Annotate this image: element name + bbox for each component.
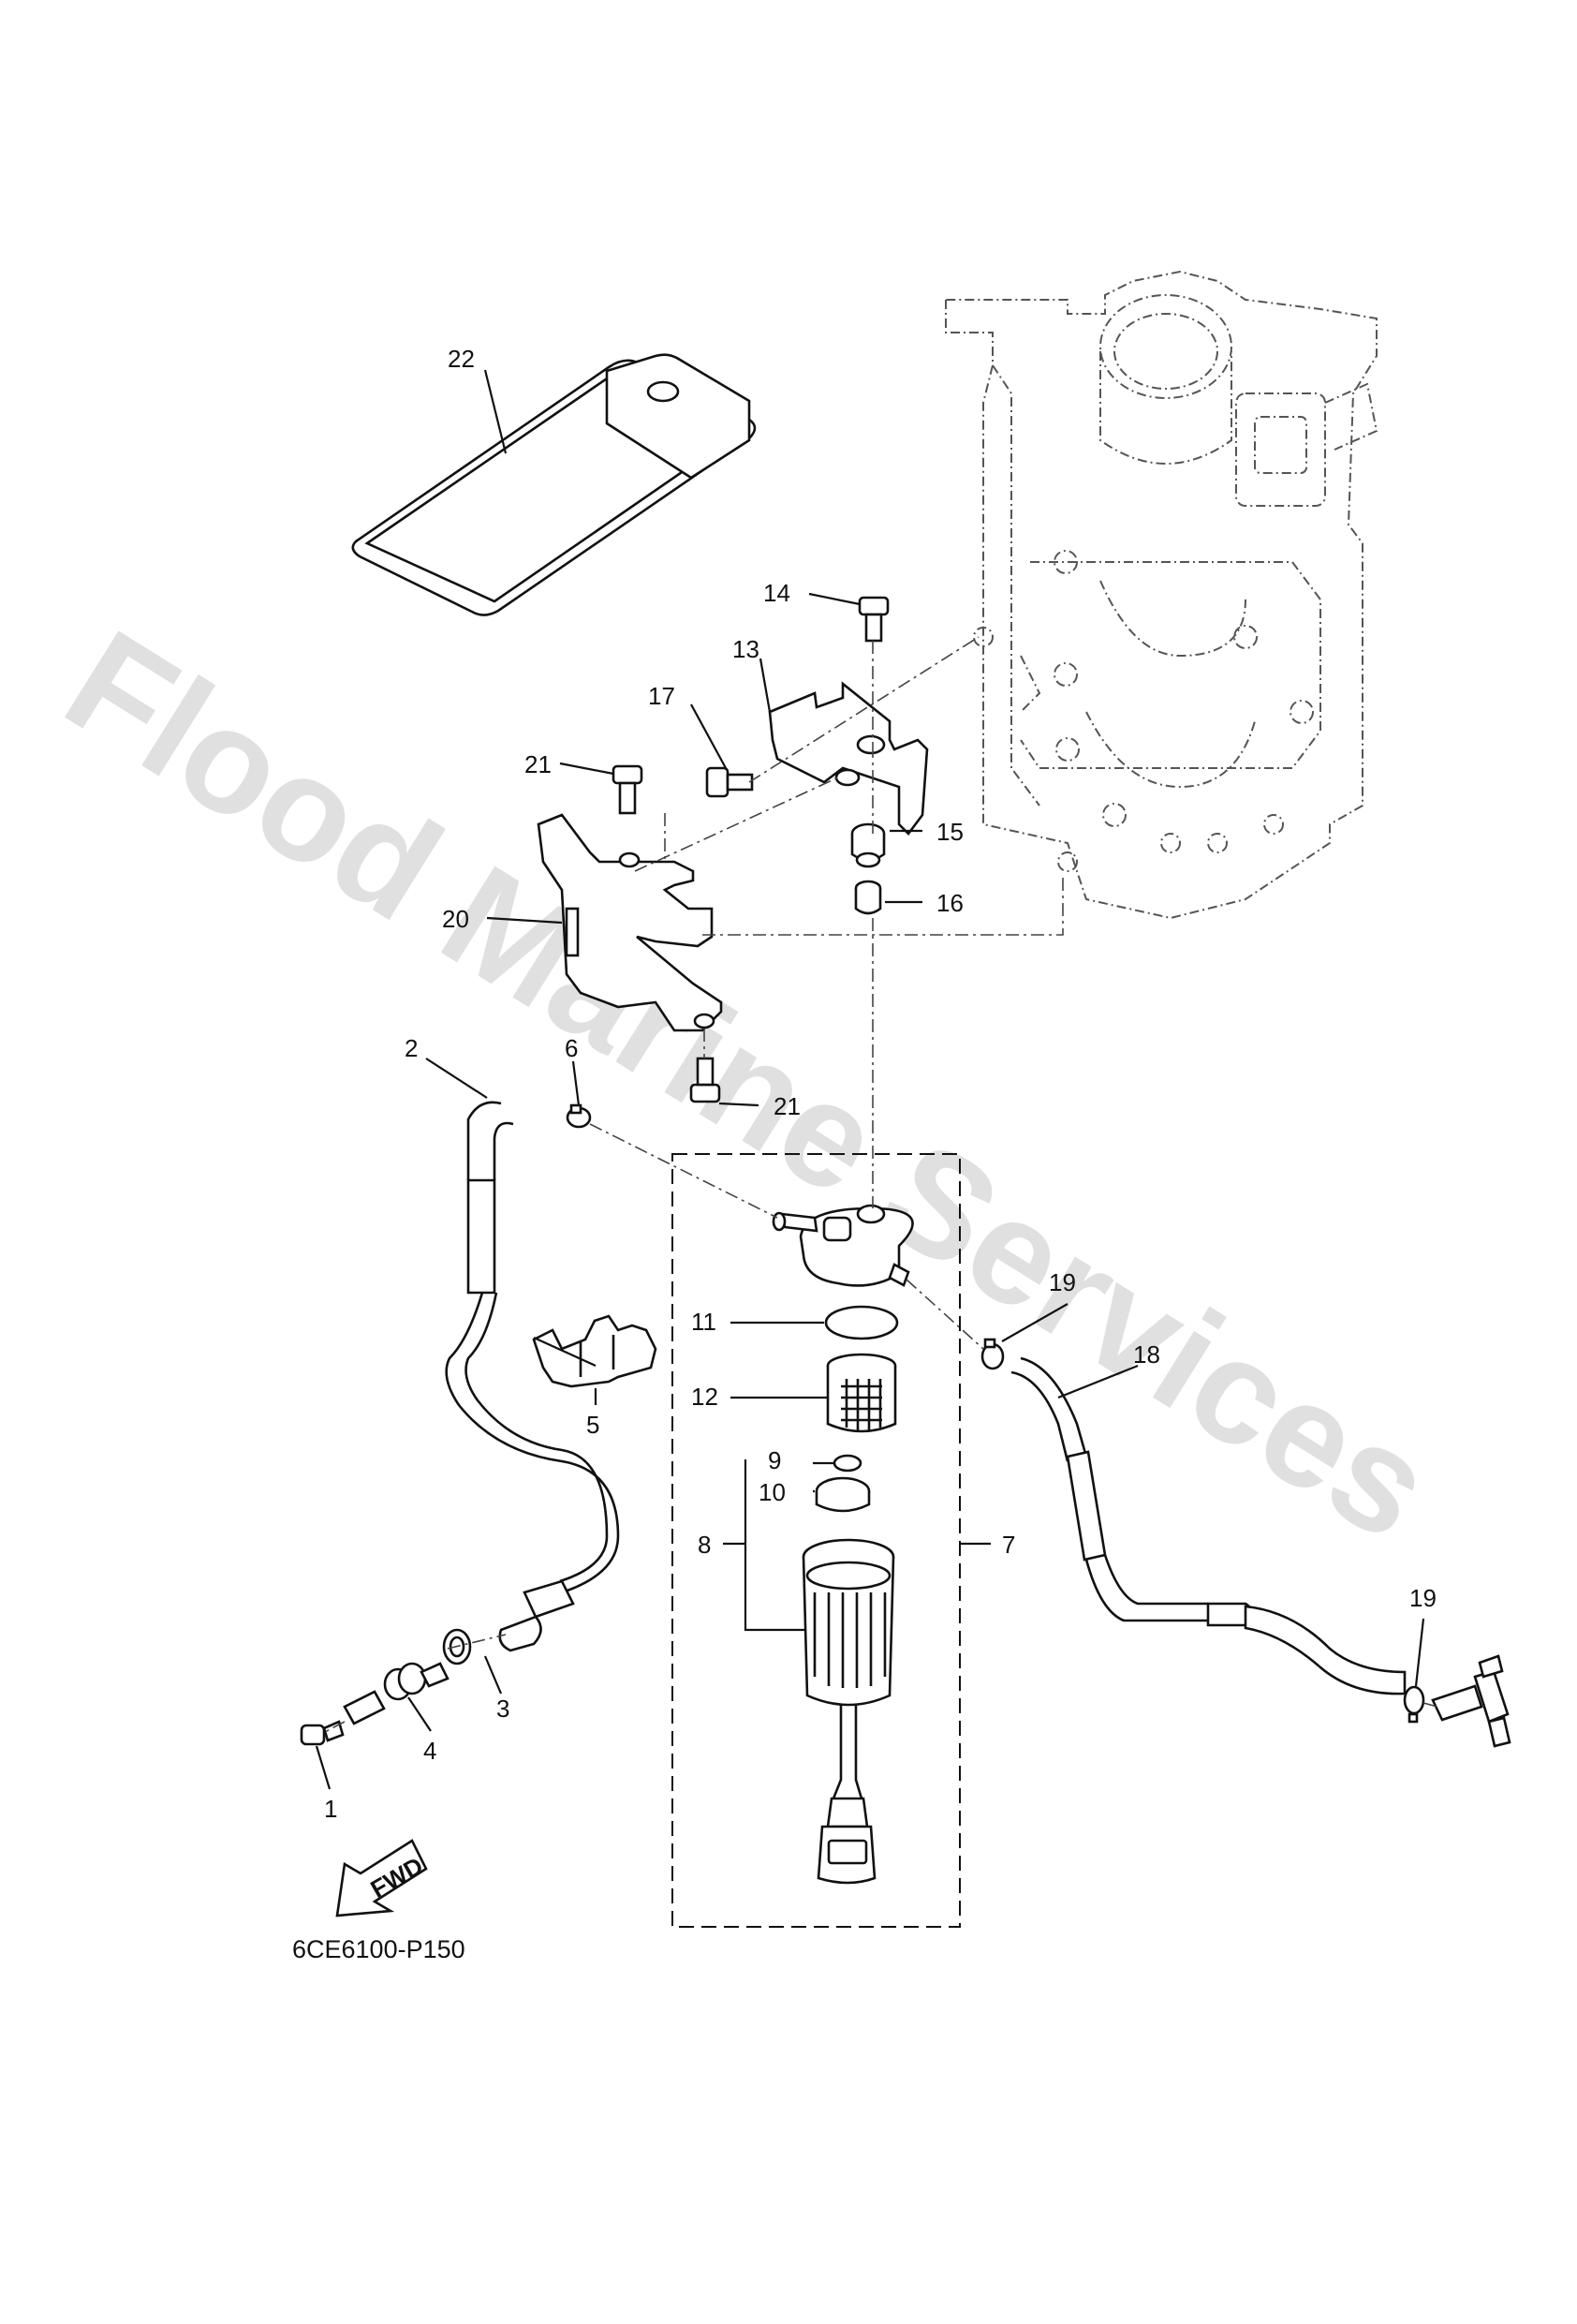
part-11-o-ring (824, 1305, 899, 1340)
callout-18: 18 (1133, 1340, 1160, 1369)
part-2-fuel-hose (445, 1101, 620, 1652)
callout-19-upper: 19 (1049, 1268, 1076, 1296)
filter-assembly-boundary (671, 1153, 961, 1928)
fwd-arrow: FWD (335, 1839, 428, 1917)
callout-numbers: 22 14 13 17 21 15 16 20 21 6 2 5 11 12 9… (324, 345, 1437, 1823)
callout-3: 3 (496, 1695, 509, 1723)
callout-10: 10 (759, 1478, 786, 1506)
part-6-clip (566, 1103, 592, 1129)
part-19-clip-upper (980, 1338, 1005, 1370)
part-12-filter-element (826, 1353, 897, 1433)
assembly-guide-lines (322, 636, 1438, 1734)
part-18-fuel-hose (1010, 1356, 1407, 1695)
part-16-collar (854, 880, 882, 915)
part-14-bolt (858, 596, 890, 643)
callout-13: 13 (732, 635, 759, 663)
callout-20: 20 (442, 905, 469, 933)
callout-16: 16 (936, 889, 964, 917)
part-20-filter-bracket (537, 813, 723, 1032)
part-9-clip (833, 1454, 862, 1473)
part-5-holder-clip (532, 1314, 657, 1388)
callout-21-upper: 21 (524, 750, 552, 778)
callout-4: 4 (423, 1737, 436, 1765)
callout-15: 15 (936, 818, 964, 846)
part-22-tool-pouch (351, 353, 757, 616)
callout-12: 12 (691, 1383, 718, 1411)
callout-17: 17 (648, 682, 675, 710)
callout-8: 8 (698, 1531, 711, 1559)
part-13-bracket (768, 681, 929, 836)
callout-21-lower: 21 (774, 1092, 801, 1120)
callout-6: 6 (565, 1034, 578, 1062)
leader-lines (315, 369, 1425, 1790)
fuel-filter-assembly (772, 1204, 914, 1885)
part-4-joint (343, 1662, 450, 1725)
part-19-clip-lower (1403, 1685, 1425, 1724)
callout-11: 11 (691, 1308, 716, 1336)
callout-2: 2 (405, 1034, 418, 1062)
callout-1: 1 (324, 1795, 337, 1823)
part-15-grommet (850, 822, 886, 868)
engine-block-ghost (945, 270, 1378, 920)
callout-5: 5 (586, 1411, 599, 1439)
callout-22: 22 (448, 345, 475, 373)
part-21-bolt-lower (689, 1057, 721, 1103)
t-joint (1431, 1654, 1511, 1748)
part-21-bolt-upper (612, 764, 643, 815)
callout-7: 7 (1002, 1531, 1015, 1559)
part-10-float (815, 1476, 871, 1513)
part-8-filter-cup (802, 1538, 895, 1885)
callout-19-lower: 19 (1409, 1584, 1437, 1612)
callout-9: 9 (768, 1446, 781, 1474)
callout-14: 14 (763, 579, 790, 607)
part-17-bolt (705, 766, 754, 798)
part-1-plug (300, 1720, 345, 1746)
diagram-code: 6CE6100-P150 (292, 1935, 465, 1963)
